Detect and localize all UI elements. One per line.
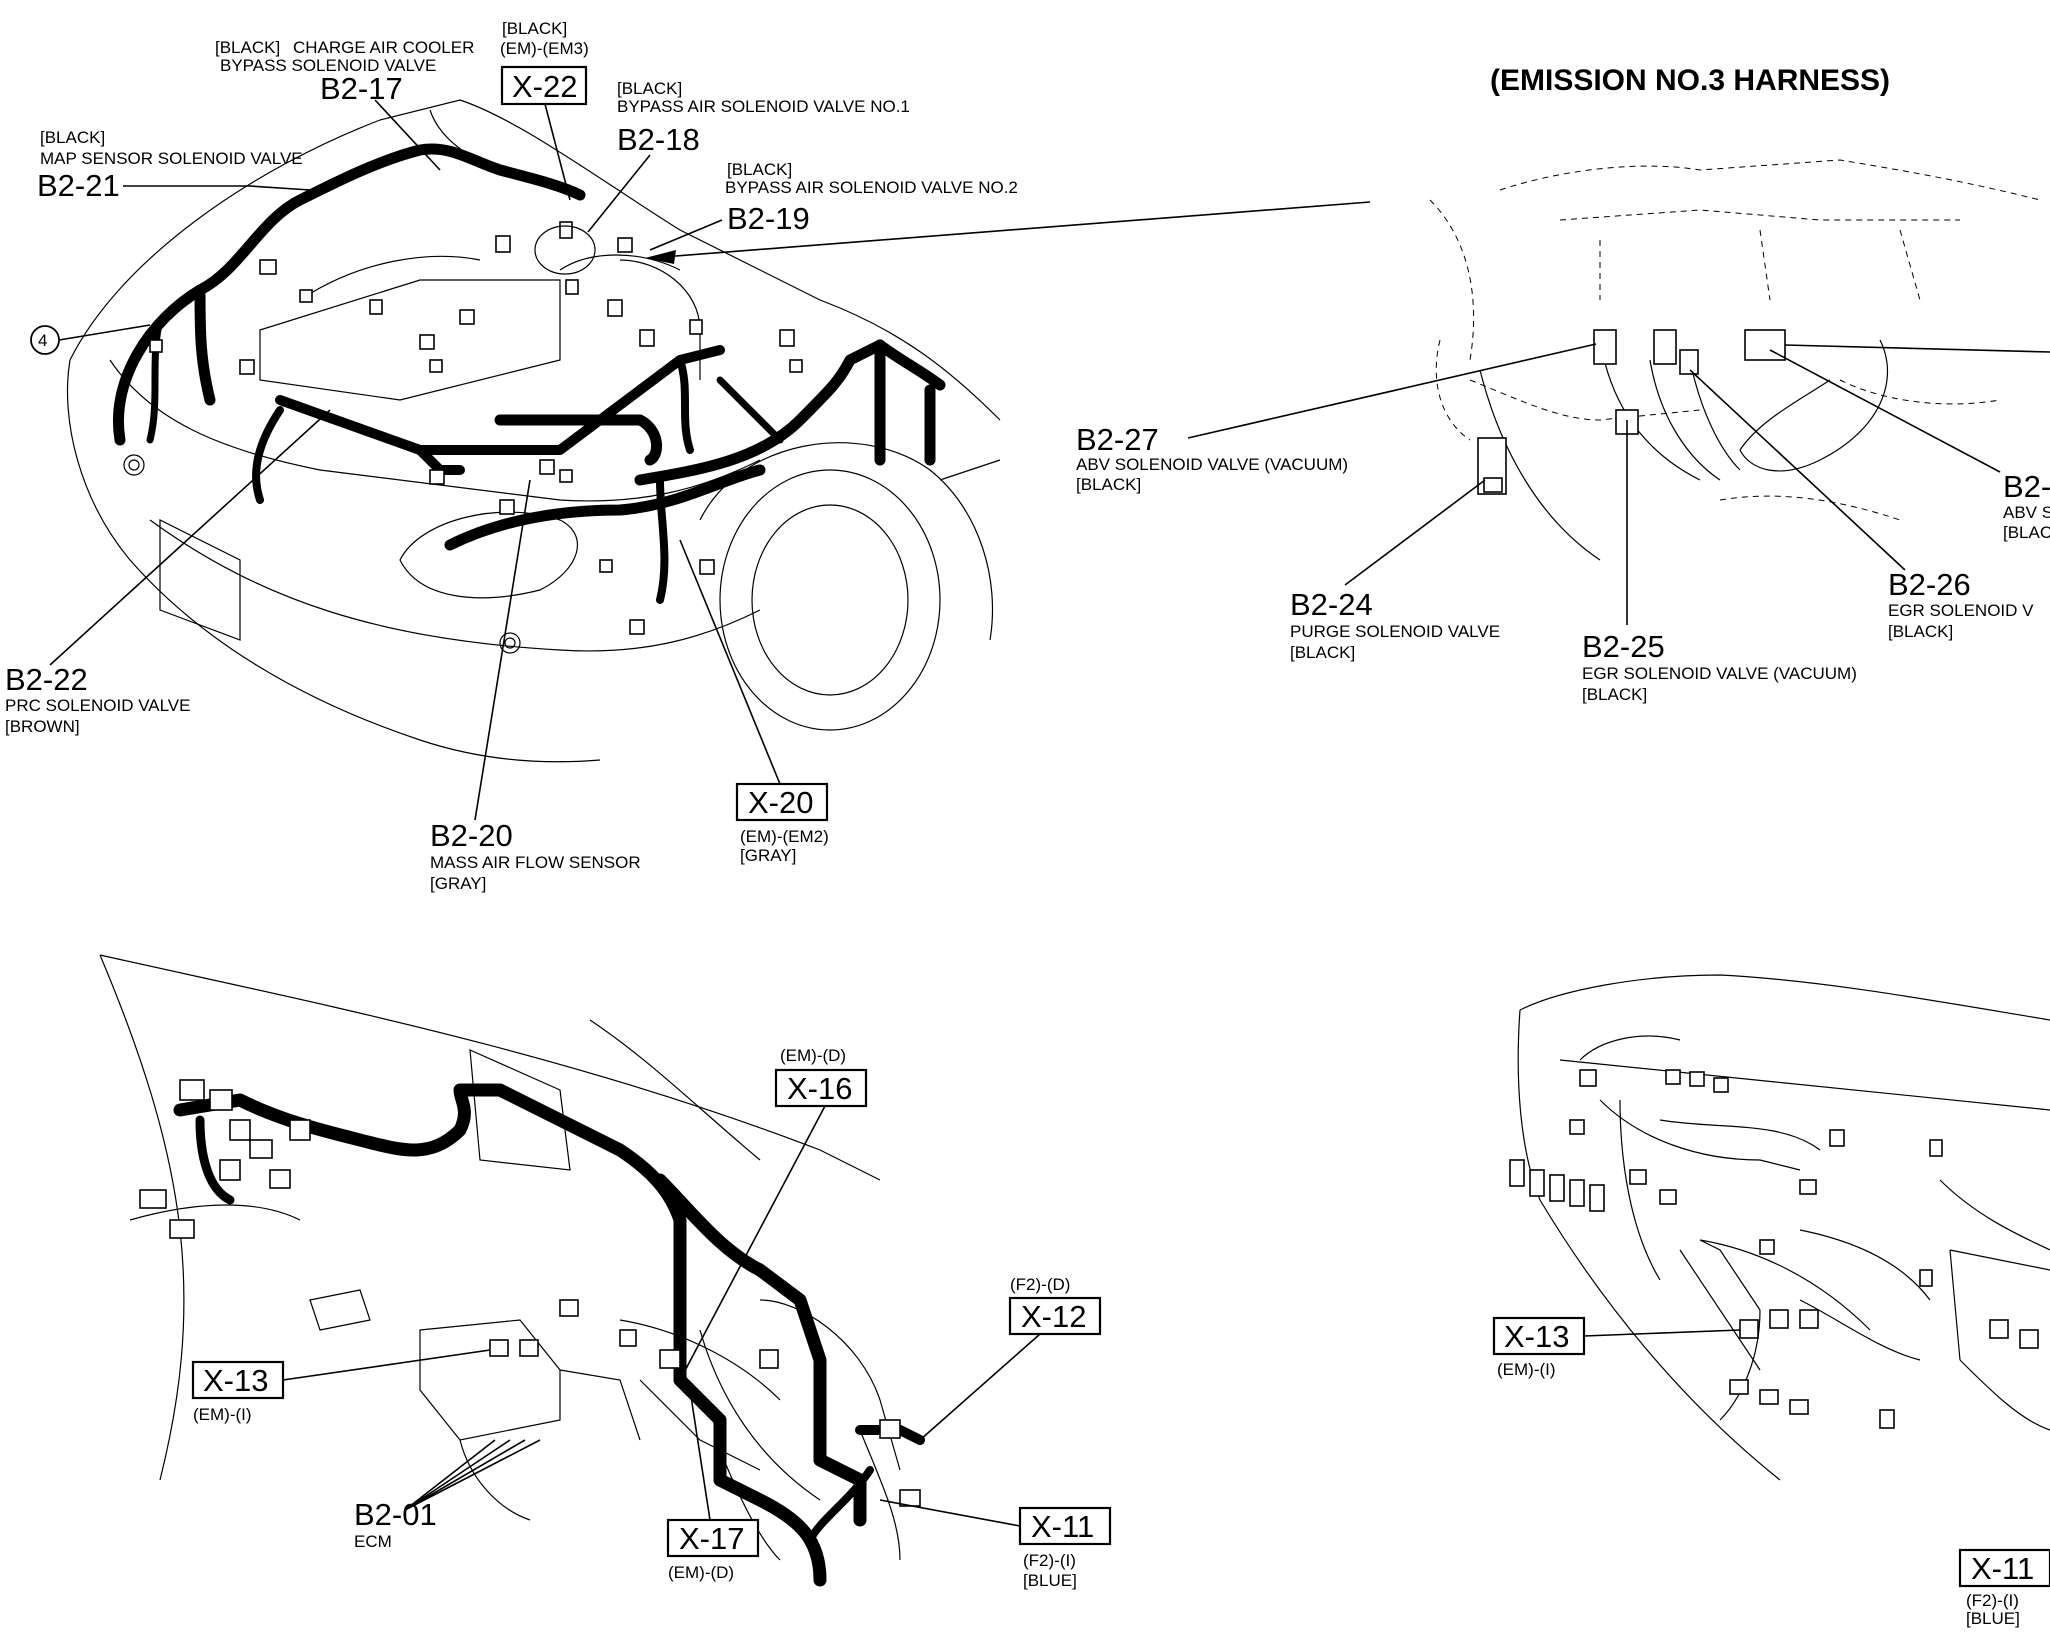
b2-18-color: [BLACK]	[617, 79, 682, 98]
b2-26-name: EGR SOLENOID V	[1888, 601, 2034, 620]
b2-19-name: BYPASS AIR SOLENOID VALVE NO.2	[725, 178, 1018, 197]
label-b2-17: [BLACK] CHARGE AIR COOLER BYPASS SOLENOI…	[215, 38, 474, 171]
b2-27-code: B2-27	[1076, 422, 1159, 457]
x-13-left-code: X-13	[203, 1363, 268, 1398]
label-x-13-right: X-13 (EM)-(I)	[1492, 1316, 1741, 1379]
label-x-20: X-20 (EM)-(EM2) [GRAY]	[679, 539, 829, 865]
b2-01-code: B2-01	[354, 1497, 437, 1532]
x-22-spec: (EM)-(EM3)	[500, 39, 589, 58]
x-16-code: X-16	[787, 1071, 852, 1106]
label-b2-25: B2-25 EGR SOLENOID VALVE (VACUUM) [BLACK…	[1582, 420, 1857, 704]
x-11-right-color: [BLUE]	[1966, 1609, 2020, 1628]
b2-24-color: [BLACK]	[1290, 643, 1355, 662]
b2-28-code: B2-	[2003, 469, 2050, 504]
label-b2-20: B2-20 MASS AIR FLOW SENSOR [GRAY]	[430, 479, 641, 893]
b2-20-code: B2-20	[430, 818, 513, 853]
b2-27-color: [BLACK]	[1076, 475, 1141, 494]
b2-22-color: [BROWN]	[5, 717, 80, 736]
x-11-right-code: X-11	[1971, 1551, 2034, 1586]
label-b2-26: B2-26 EGR SOLENOID V [BLACK]	[1689, 369, 2034, 641]
b2-17-name-line2: BYPASS SOLENOID VALVE	[220, 56, 436, 75]
b2-21-name: MAP SENSOR SOLENOID VALVE	[40, 149, 303, 168]
label-b2-27: B2-27 ABV SOLENOID VALVE (VACUUM) [BLACK…	[1076, 343, 1597, 494]
b2-24-name: PURGE SOLENOID VALVE	[1290, 622, 1500, 641]
ref-4-number: 4	[38, 331, 47, 350]
x-16-spec: (EM)-(D)	[780, 1046, 846, 1065]
x-11-left-color: [BLUE]	[1023, 1571, 1077, 1590]
b2-24-code: B2-24	[1290, 587, 1373, 622]
b2-21-color: [BLACK]	[40, 128, 105, 147]
label-x-13-left: X-13 (EM)-(I)	[191, 1349, 491, 1424]
x-20-code: X-20	[748, 785, 813, 820]
b2-17-code: B2-17	[320, 71, 403, 106]
x-13-right-code: X-13	[1504, 1319, 1569, 1354]
label-b2-22: B2-22 PRC SOLENOID VALVE [BROWN]	[5, 409, 331, 736]
b2-17-name-line1: CHARGE AIR COOLER	[293, 38, 474, 57]
emission-detail-illustration	[1429, 159, 2041, 561]
engine-bay-illustration	[67, 99, 1001, 763]
x-20-spec: (EM)-(EM2)	[740, 827, 829, 846]
x-20-color: [GRAY]	[740, 846, 796, 865]
x-22-color: [BLACK]	[502, 19, 567, 38]
x-11-left-spec: (F2)-(I)	[1023, 1551, 1076, 1570]
dashboard-right-illustration	[1509, 974, 2050, 1481]
b2-20-name: MASS AIR FLOW SENSOR	[430, 853, 641, 872]
label-x-11-left: X-11 (F2)-(I) [BLUE]	[879, 1499, 1112, 1590]
b2-18-name: BYPASS AIR SOLENOID VALVE NO.1	[617, 97, 910, 116]
label-x-12: (F2)-(D) X-12	[919, 1275, 1102, 1441]
label-b2-19: [BLACK] BYPASS AIR SOLENOID VALVE NO.2 B…	[649, 160, 1018, 251]
b2-25-color: [BLACK]	[1582, 685, 1647, 704]
b2-22-code: B2-22	[5, 662, 88, 697]
label-b2-21: [BLACK] MAP SENSOR SOLENOID VALVE B2-21	[37, 128, 311, 203]
b2-25-name: EGR SOLENOID VALVE (VACUUM)	[1582, 664, 1857, 683]
b2-21-code: B2-21	[37, 168, 120, 203]
b2-20-color: [GRAY]	[430, 874, 486, 893]
b2-17-color: [BLACK]	[215, 38, 280, 57]
label-x-11-right: X-11 (F2)-(I) [BLUE]	[1958, 1548, 2050, 1628]
b2-01-name: ECM	[354, 1532, 392, 1551]
label-x-22: [BLACK] (EM)-(EM3) X-22	[500, 19, 589, 201]
b2-27-name: ABV SOLENOID VALVE (VACUUM)	[1076, 455, 1348, 474]
b2-25-code: B2-25	[1582, 629, 1665, 664]
b2-18-code: B2-18	[617, 122, 700, 157]
label-b2-24: B2-24 PURGE SOLENOID VALVE [BLACK]	[1290, 479, 1500, 662]
label-b2-18: [BLACK] BYPASS AIR SOLENOID VALVE NO.1 B…	[587, 79, 910, 233]
b2-26-code: B2-26	[1888, 567, 1971, 602]
page-title: (EMISSION NO.3 HARNESS)	[1490, 64, 1890, 97]
x-11-left-code: X-11	[1031, 1509, 1094, 1544]
label-ref-4: 4	[30, 324, 151, 355]
x-17-spec: (EM)-(D)	[668, 1563, 734, 1582]
b2-26-color: [BLACK]	[1888, 622, 1953, 641]
x-11-right-spec: (F2)-(I)	[1966, 1591, 2019, 1610]
x-17-code: X-17	[679, 1521, 744, 1556]
x-22-code: X-22	[512, 69, 577, 104]
b2-28-name: ABV S	[2003, 503, 2050, 522]
x-13-right-spec: (EM)-(I)	[1497, 1360, 1556, 1379]
x-12-code: X-12	[1021, 1299, 1086, 1334]
dashboard-left-illustration	[99, 954, 925, 1587]
label-x-17: X-17 (EM)-(D)	[666, 1389, 760, 1582]
label-x-16: (EM)-(D) X-16	[679, 1046, 868, 1381]
b2-22-name: PRC SOLENOID VALVE	[5, 696, 190, 715]
label-b2-01: B2-01 ECM	[354, 1497, 437, 1551]
detail-arrow	[645, 201, 1371, 264]
label-b2-28: B2- ABV S [BLAC	[1769, 344, 2050, 542]
x-13-left-spec: (EM)-(I)	[193, 1405, 252, 1424]
x-12-spec: (F2)-(D)	[1010, 1275, 1070, 1294]
b2-19-color: [BLACK]	[727, 160, 792, 179]
b2-19-code: B2-19	[727, 201, 810, 236]
b2-28-color: [BLAC	[2003, 523, 2050, 542]
